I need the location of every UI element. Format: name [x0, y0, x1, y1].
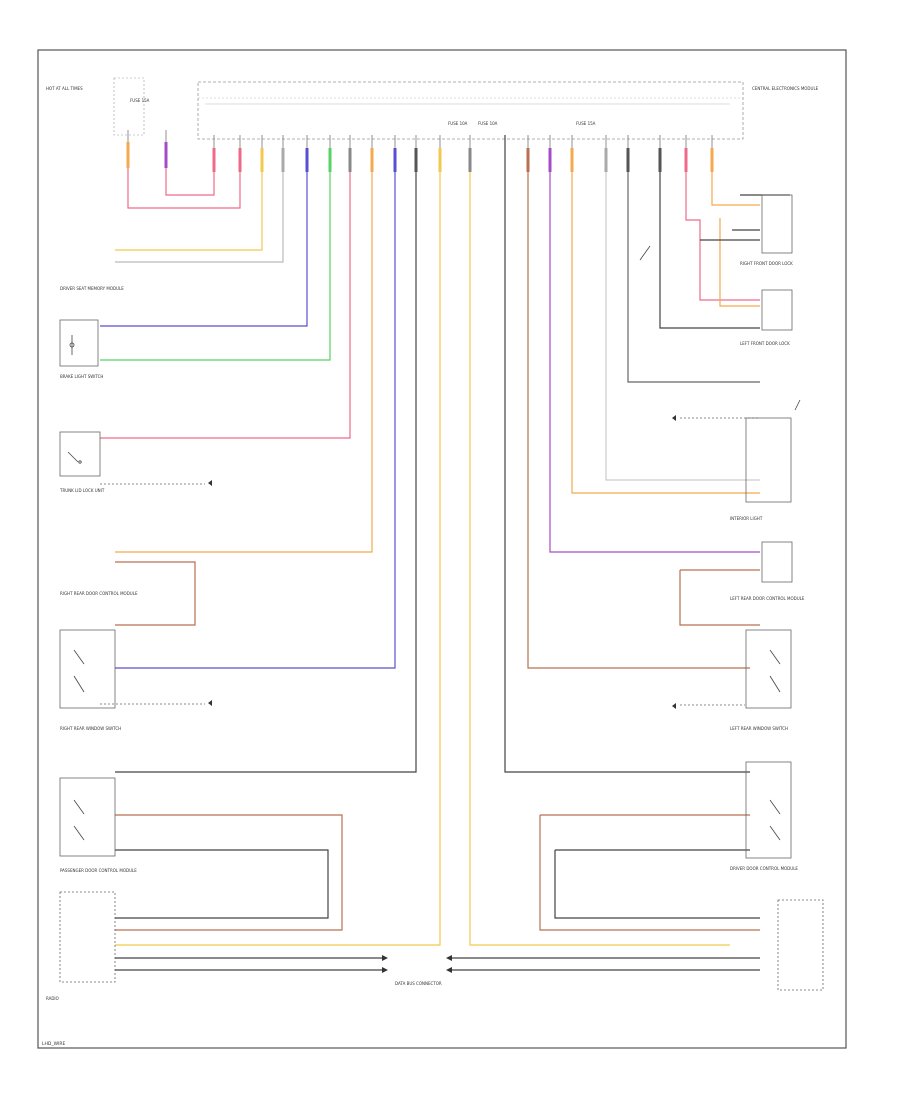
label-rear-lid: TRUNK LID LOCK UNIT [59, 488, 105, 493]
label-pass-door: PASSENGER DOOR CONTROL MODULE [60, 868, 137, 873]
label-interior-light: INTERIOR LIGHT [730, 516, 763, 521]
label-left-module: DRIVER SEAT MEMORY MODULE [60, 286, 124, 291]
fuse-box-left [113, 77, 145, 136]
label-rr-door: RIGHT REAR DOOR CONTROL MODULE [60, 591, 138, 596]
label-lf-door: LEFT FRONT DOOR LOCK [740, 341, 790, 346]
pin-stubs [126, 142, 714, 172]
label-top-left: HOT AT ALL TIMES [46, 86, 83, 91]
dashed-wires [100, 417, 760, 706]
label-drv-door: DRIVER DOOR CONTROL MODULE [730, 866, 798, 871]
components-right [745, 194, 824, 991]
label-fuse-center-2: FUSE 10A [478, 121, 498, 126]
central-module-box [197, 81, 744, 140]
diagram-frame [37, 49, 847, 1049]
diagram-id: LHD_WIRE [42, 1041, 66, 1047]
components-left [59, 319, 116, 983]
label-rf-door: RIGHT FRONT DOOR LOCK [740, 261, 793, 266]
label-fuse-left: FUSE 15A [130, 98, 150, 103]
label-brake-light: BRAKE LIGHT SWITCH [60, 374, 103, 379]
label-connector-center: DATA BUS CONNECTOR [395, 981, 442, 986]
label-lf-window: LEFT REAR WINDOW SWITCH [730, 726, 788, 731]
label-fuse-center-1: FUSE 10A [448, 121, 468, 126]
wires-left [100, 168, 441, 971]
label-rf-window: RIGHT REAR WINDOW SWITCH [60, 726, 121, 731]
label-fuse-right: FUSE 15A [576, 121, 596, 126]
wires-right [450, 135, 790, 971]
ground-symbols [208, 415, 676, 973]
label-lr-door: LEFT REAR DOOR CONTROL MODULE [730, 596, 805, 601]
switch-symbols [67, 245, 801, 841]
connector-pins-top [127, 130, 713, 175]
label-radio: RADIO [46, 996, 59, 1001]
label-central-module: CENTRAL ELECTRONICS MODULE [752, 86, 819, 91]
